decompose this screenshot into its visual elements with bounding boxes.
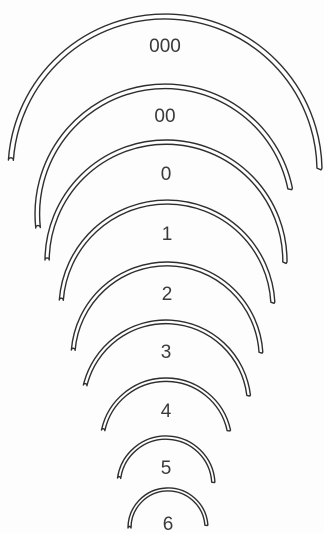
needle-size-label: 1 — [162, 224, 173, 245]
needle-size-label: 5 — [161, 458, 172, 479]
needle-size-label: 3 — [161, 342, 172, 363]
needle-size-label: 4 — [161, 401, 172, 422]
needle-size-label: 2 — [162, 284, 173, 305]
needle-size-label: 000 — [149, 36, 181, 57]
needle-size-label: 0 — [161, 164, 172, 185]
needle-size-label: 6 — [163, 514, 174, 533]
needle-size-4-shape — [71, 262, 262, 353]
needle-shapes — [8, 14, 322, 528]
needle-size-label: 00 — [154, 106, 175, 127]
